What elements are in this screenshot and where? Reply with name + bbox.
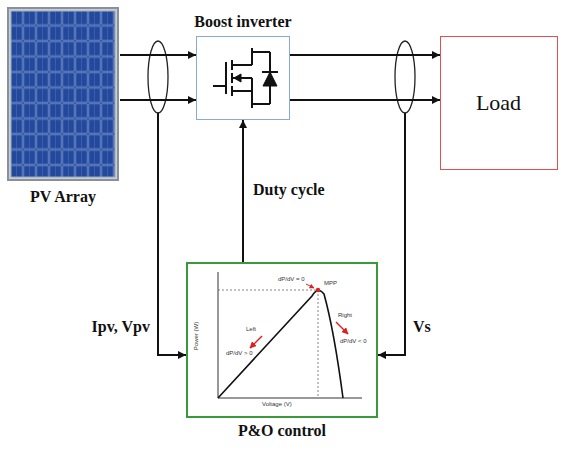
- node-label: Boost inverter: [194, 13, 291, 31]
- chart-label: dP/dV < 0: [340, 338, 367, 344]
- pv-array: PV Array: [6, 6, 120, 182]
- signal-arrow: [242, 120, 244, 262]
- chart-label: dP/dV > 0: [226, 350, 253, 356]
- pv-curve-chart: [218, 272, 362, 398]
- mosfet-symbol: [213, 48, 278, 108]
- signal-arrow: [290, 99, 440, 101]
- chart-label: Left: [246, 326, 256, 332]
- sensor-ellipse: [148, 41, 168, 113]
- signal-arrow: [120, 54, 196, 56]
- signal-arrow: [378, 113, 405, 355]
- inverter-box: Boost inverter: [196, 36, 290, 120]
- signal-arrow: [158, 113, 186, 355]
- signal-label: Vs: [411, 318, 433, 336]
- node-label: Load: [476, 90, 521, 116]
- node-label: P&O control: [238, 422, 326, 440]
- signal-arrow: [290, 54, 440, 56]
- chart-label: dP/dV = 0: [278, 276, 305, 282]
- sensor-ellipse: [395, 41, 415, 113]
- signal-arrow: [120, 99, 196, 101]
- signal-label: Ipv, Vpv: [90, 318, 152, 336]
- chart-label: MPP: [324, 280, 337, 286]
- chart-label: Power (W): [193, 322, 199, 350]
- signal-label: Duty cycle: [251, 181, 327, 199]
- load-box: Load: [440, 36, 558, 170]
- chart-label: Right: [338, 312, 352, 318]
- chart-label: Voltage (V): [262, 401, 292, 407]
- node-label: PV Array: [30, 188, 96, 206]
- pv-panel: [8, 8, 118, 180]
